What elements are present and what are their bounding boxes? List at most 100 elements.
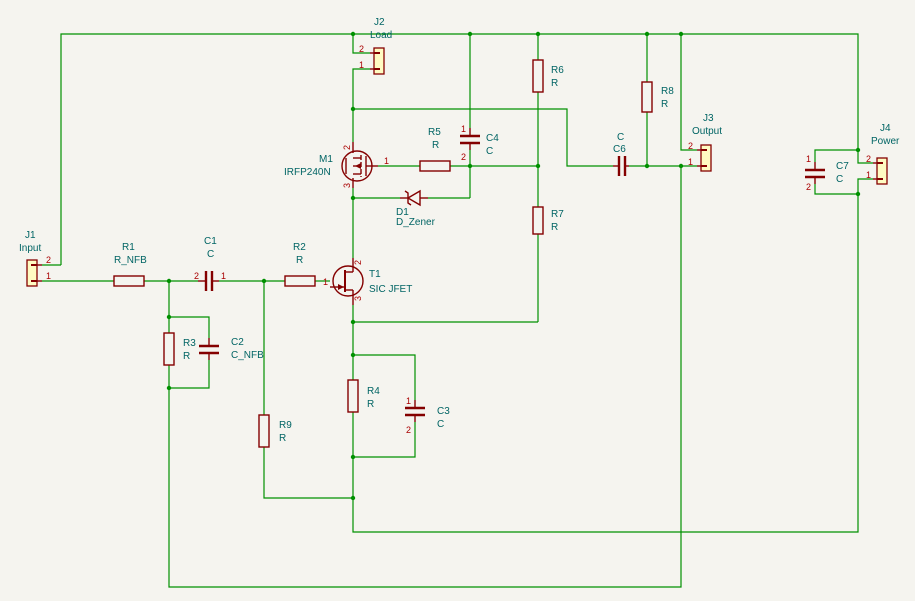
t1-ref-label: T1 [369, 269, 381, 280]
pin-stub [374, 68, 380, 70]
capacitor-c1[interactable]: C1 C 2 1 [194, 236, 226, 291]
zener-diode-d1[interactable]: D1 D_Zener [396, 189, 436, 228]
r4-value-label: R [367, 399, 374, 410]
capacitor-c6[interactable]: C C6 [613, 132, 629, 176]
t1-pin1-label: 1 [323, 277, 328, 287]
junction-dot [644, 163, 650, 169]
resistor-r6[interactable]: R6 R [532, 59, 564, 93]
mosfet-m1[interactable]: M1 IRFP240N 2 3 [284, 142, 378, 188]
junction-dot [467, 163, 473, 169]
r3-ref-label: R3 [183, 338, 196, 349]
j4-ref-label: J4 [880, 123, 891, 134]
junction-dot [261, 278, 267, 284]
capacitor-c3[interactable]: C3 C 1 2 [405, 396, 450, 435]
r5-pin1-label: 1 [384, 156, 389, 166]
jfet-gate-arrow [338, 284, 344, 290]
capacitor-c4[interactable]: C4 C 1 2 [460, 124, 499, 162]
j2-pin2-label: 2 [359, 44, 364, 54]
connector-j4[interactable]: J4 Power 2 1 [866, 123, 900, 185]
resistor-body [641, 81, 653, 113]
pin-stub [31, 280, 37, 282]
wire-c2-bottom [169, 360, 210, 389]
d1-ref-label: D1 [396, 207, 409, 218]
connector-j2[interactable]: J2 Load 2 1 [359, 17, 392, 75]
pin-stub [701, 149, 707, 151]
r2-value-label: R [296, 255, 303, 266]
j3-value-label: Output [692, 126, 722, 137]
r6-ref-label: R6 [551, 65, 564, 76]
j1-pin2-label: 2 [46, 255, 51, 265]
wire-c3-bottom [353, 422, 416, 458]
wire-j2-pin2 [352, 34, 370, 54]
junction-dot [535, 163, 541, 169]
r1-value-label: R_NFB [114, 255, 147, 266]
junction-dot [644, 31, 650, 37]
junction-dot [350, 106, 356, 112]
r4-ref-label: R4 [367, 386, 380, 397]
wire-j2-pin1 [352, 68, 370, 142]
resistor-body [532, 59, 544, 93]
pin-stub [877, 162, 883, 164]
resistor-r8[interactable]: R8 R [641, 81, 674, 113]
resistor-body [113, 275, 145, 287]
r1-ref-label: R1 [122, 242, 135, 253]
c6-value-label: C [617, 132, 624, 143]
junction-dot [855, 191, 861, 197]
wire-c7-bottom [814, 184, 858, 195]
m1-ref-label: M1 [319, 154, 333, 165]
resistor-body [419, 160, 451, 172]
c4-ref-label: C4 [486, 133, 499, 144]
resistor-r7[interactable]: R7 R [532, 206, 564, 235]
j1-pin1-label: 1 [46, 271, 51, 281]
connector-body [26, 259, 38, 287]
c1-pin2-label: 2 [194, 271, 199, 281]
c3-pin2-label: 2 [406, 425, 411, 435]
r7-ref-label: R7 [551, 209, 564, 220]
resistor-r3[interactable]: R3 R [163, 332, 196, 366]
connector-j3[interactable]: J3 Output 2 1 [688, 113, 722, 172]
j2-pin1-label: 1 [359, 60, 364, 70]
r8-value-label: R [661, 99, 668, 110]
capacitor-c7[interactable]: C7 C 1 2 [805, 154, 849, 192]
resistor-r2[interactable]: R2 R [284, 242, 316, 287]
c1-pin1-label: 1 [221, 271, 226, 281]
resistor-r5[interactable]: R5 R 1 [384, 127, 451, 172]
r9-ref-label: R9 [279, 420, 292, 431]
c3-pin1-label: 1 [406, 396, 411, 406]
c4-pin1-label: 1 [461, 124, 466, 134]
resistor-r1[interactable]: R1 R_NFB [113, 242, 147, 287]
j3-pin2-label: 2 [688, 141, 693, 151]
c7-value-label: C [836, 174, 843, 185]
junction-dot [350, 319, 356, 325]
junction-dot [855, 147, 861, 153]
junction-dot [678, 163, 684, 169]
resistor-body [258, 414, 270, 448]
r6-value-label: R [551, 78, 558, 89]
junction-dot [467, 31, 473, 37]
r5-ref-label: R5 [428, 127, 441, 138]
wire-t1-source [352, 305, 538, 323]
j1-ref-label: J1 [25, 230, 36, 241]
junction-dot [350, 195, 356, 201]
j4-value-label: Power [871, 136, 900, 147]
t1-pin2-label: 2 [353, 260, 363, 265]
m1-pin3-label: 3 [342, 183, 352, 188]
capacitor-c2[interactable]: C2 C_NFB [199, 337, 264, 361]
c1-ref-label: C1 [204, 236, 217, 247]
r9-value-label: R [279, 433, 286, 444]
resistor-body [163, 332, 175, 366]
junction-dot [350, 31, 356, 37]
transistor-outline [332, 265, 364, 297]
diode-triangle [406, 189, 421, 207]
wire-r9-bottom [263, 447, 353, 499]
resistor-r4[interactable]: R4 R [347, 379, 380, 413]
r7-value-label: R [551, 222, 558, 233]
connector-j1[interactable]: J1 Input 2 1 [19, 230, 51, 287]
c1-value-label: C [207, 249, 214, 260]
resistor-r9[interactable]: R9 R [258, 414, 292, 448]
pin-stub [701, 165, 707, 167]
wire-c7-top [814, 149, 858, 162]
jfet-t1[interactable]: T1 SIC JFET 1 2 3 [323, 258, 412, 305]
